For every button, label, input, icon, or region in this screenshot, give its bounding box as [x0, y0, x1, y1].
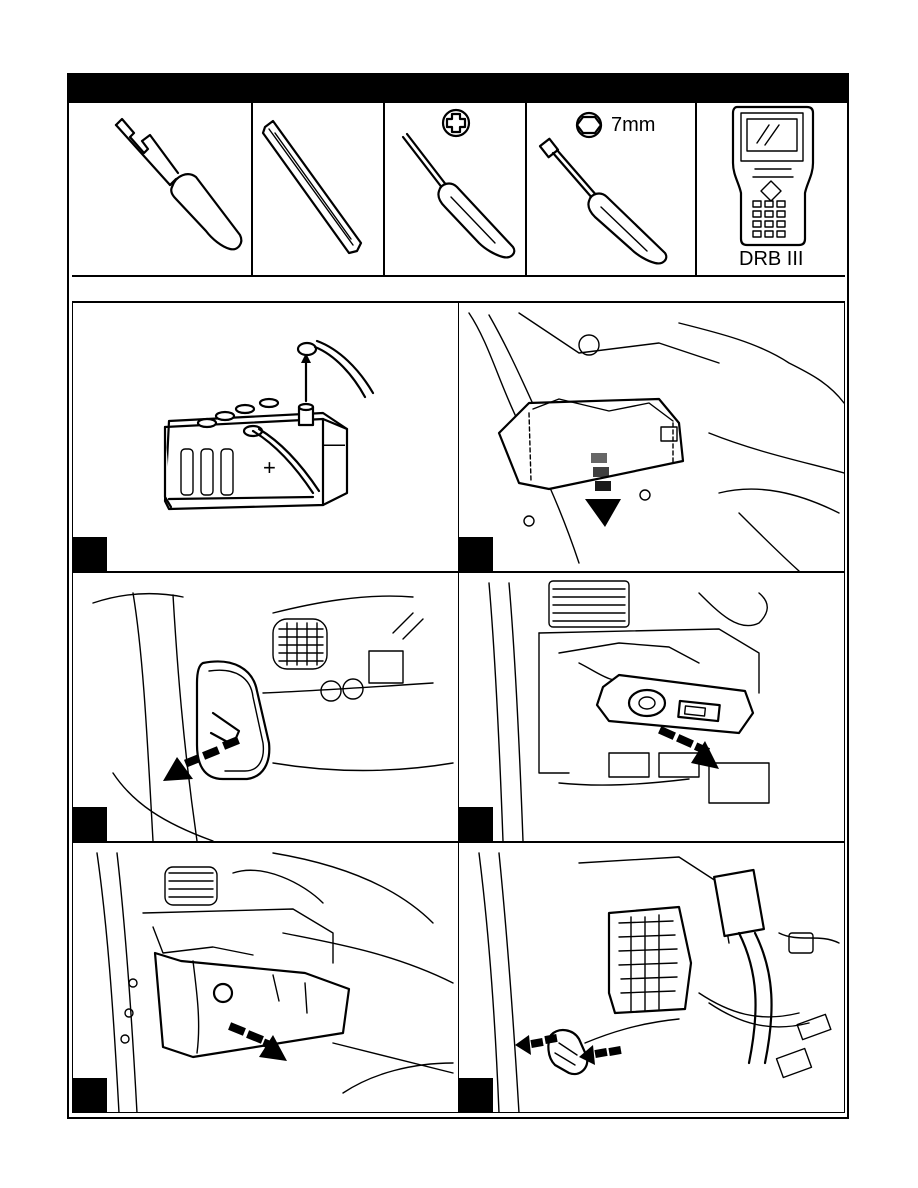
step-panel-2 [458, 302, 845, 572]
remove-lower-instrument-panel-icon [73, 843, 459, 1113]
tool-phillips-screwdriver [385, 103, 527, 275]
tool-trim-panel-removal [72, 103, 253, 275]
step-number-box-1 [73, 537, 107, 571]
scan-tool-label: DRB III [739, 248, 803, 271]
step-panel-3 [72, 572, 459, 842]
trim-panel-removal-tool-icon [72, 103, 253, 275]
phillips-screwdriver-icon [385, 103, 527, 275]
section-divider [72, 276, 845, 303]
step-panel-5 [72, 842, 459, 1113]
step-number-box-5 [73, 1078, 107, 1112]
tools-row: 7mm DRB III [72, 103, 845, 277]
step-number-box-6 [459, 1078, 493, 1112]
step-panel-1: + — [72, 302, 459, 572]
step-panel-6 [458, 842, 845, 1113]
step-number-box-4 [459, 807, 493, 841]
disconnect-wiring-connectors-icon [459, 843, 845, 1113]
tool-hex-driver: 7mm [527, 103, 697, 275]
step-number-box-2 [459, 537, 493, 571]
flat-pry-tool-icon [253, 103, 385, 275]
disconnect-battery-negative-cable-icon: + — [73, 303, 459, 572]
tool-flat-pry [253, 103, 385, 275]
step-panel-4 [458, 572, 845, 842]
hex-size-label: 7mm [611, 114, 655, 137]
svg-text:—: — [323, 431, 345, 456]
remove-switch-bezel-icon [459, 573, 845, 842]
tool-scan-tool: DRB III [697, 103, 845, 275]
remove-side-end-cap-icon [73, 573, 459, 842]
header-bar [67, 73, 849, 103]
step-number-box-3 [73, 807, 107, 841]
svg-text:+: + [263, 455, 276, 480]
remove-knee-bolster-cover-icon [459, 303, 845, 572]
